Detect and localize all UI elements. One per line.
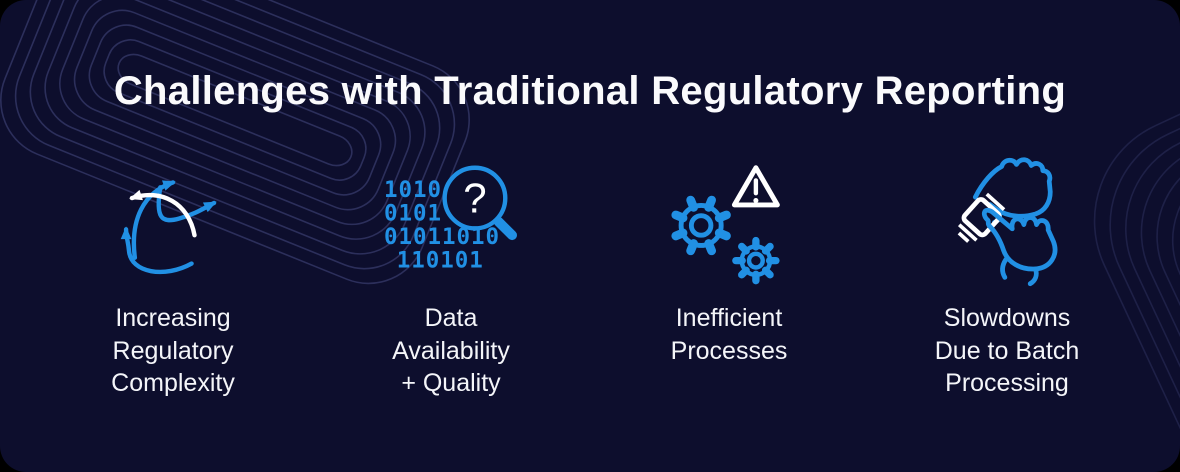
binary-row: 110101 [397, 247, 484, 273]
binary-row: 0101 [384, 201, 442, 227]
gear-large-icon [671, 195, 731, 256]
challenge-item-data-availability: 1010 0101 01011010 110101 ? Data Availab… [312, 156, 590, 400]
binary-row: 1010 [384, 177, 442, 203]
challenge-item-regulatory-complexity: Increasing Regulatory Complexity [34, 156, 312, 400]
challenge-row: Increasing Regulatory Complexity 1010 01… [34, 156, 1146, 400]
pointing-hand-icon [981, 207, 1057, 287]
challenge-label: Inefficient Processes [670, 304, 788, 365]
tangled-arrows-icon [120, 180, 217, 275]
magnifier-glass-icon: ? [442, 165, 517, 241]
challenge-label: Increasing Regulatory Complexity [111, 304, 235, 397]
challenge-item-inefficient-processes: Inefficient Processes [590, 156, 868, 400]
gear-small-icon [732, 236, 780, 285]
challenge-item-batch-processing: Slowdowns Due to Batch Processing [868, 156, 1146, 400]
tapping-watch-icon [957, 157, 1057, 287]
page-title: Challenges with Traditional Regulatory R… [113, 69, 1067, 113]
challenge-label: Slowdowns Due to Batch Processing [934, 304, 1080, 397]
question-mark-glyph: ? [463, 175, 486, 222]
challenge-label: Data Availability + Quality [392, 304, 510, 397]
binary-data-magnifier-icon: 1010 0101 01011010 110101 ? [384, 165, 517, 273]
warning-triangle-icon [731, 165, 780, 208]
gears-warning-icon [671, 165, 780, 285]
